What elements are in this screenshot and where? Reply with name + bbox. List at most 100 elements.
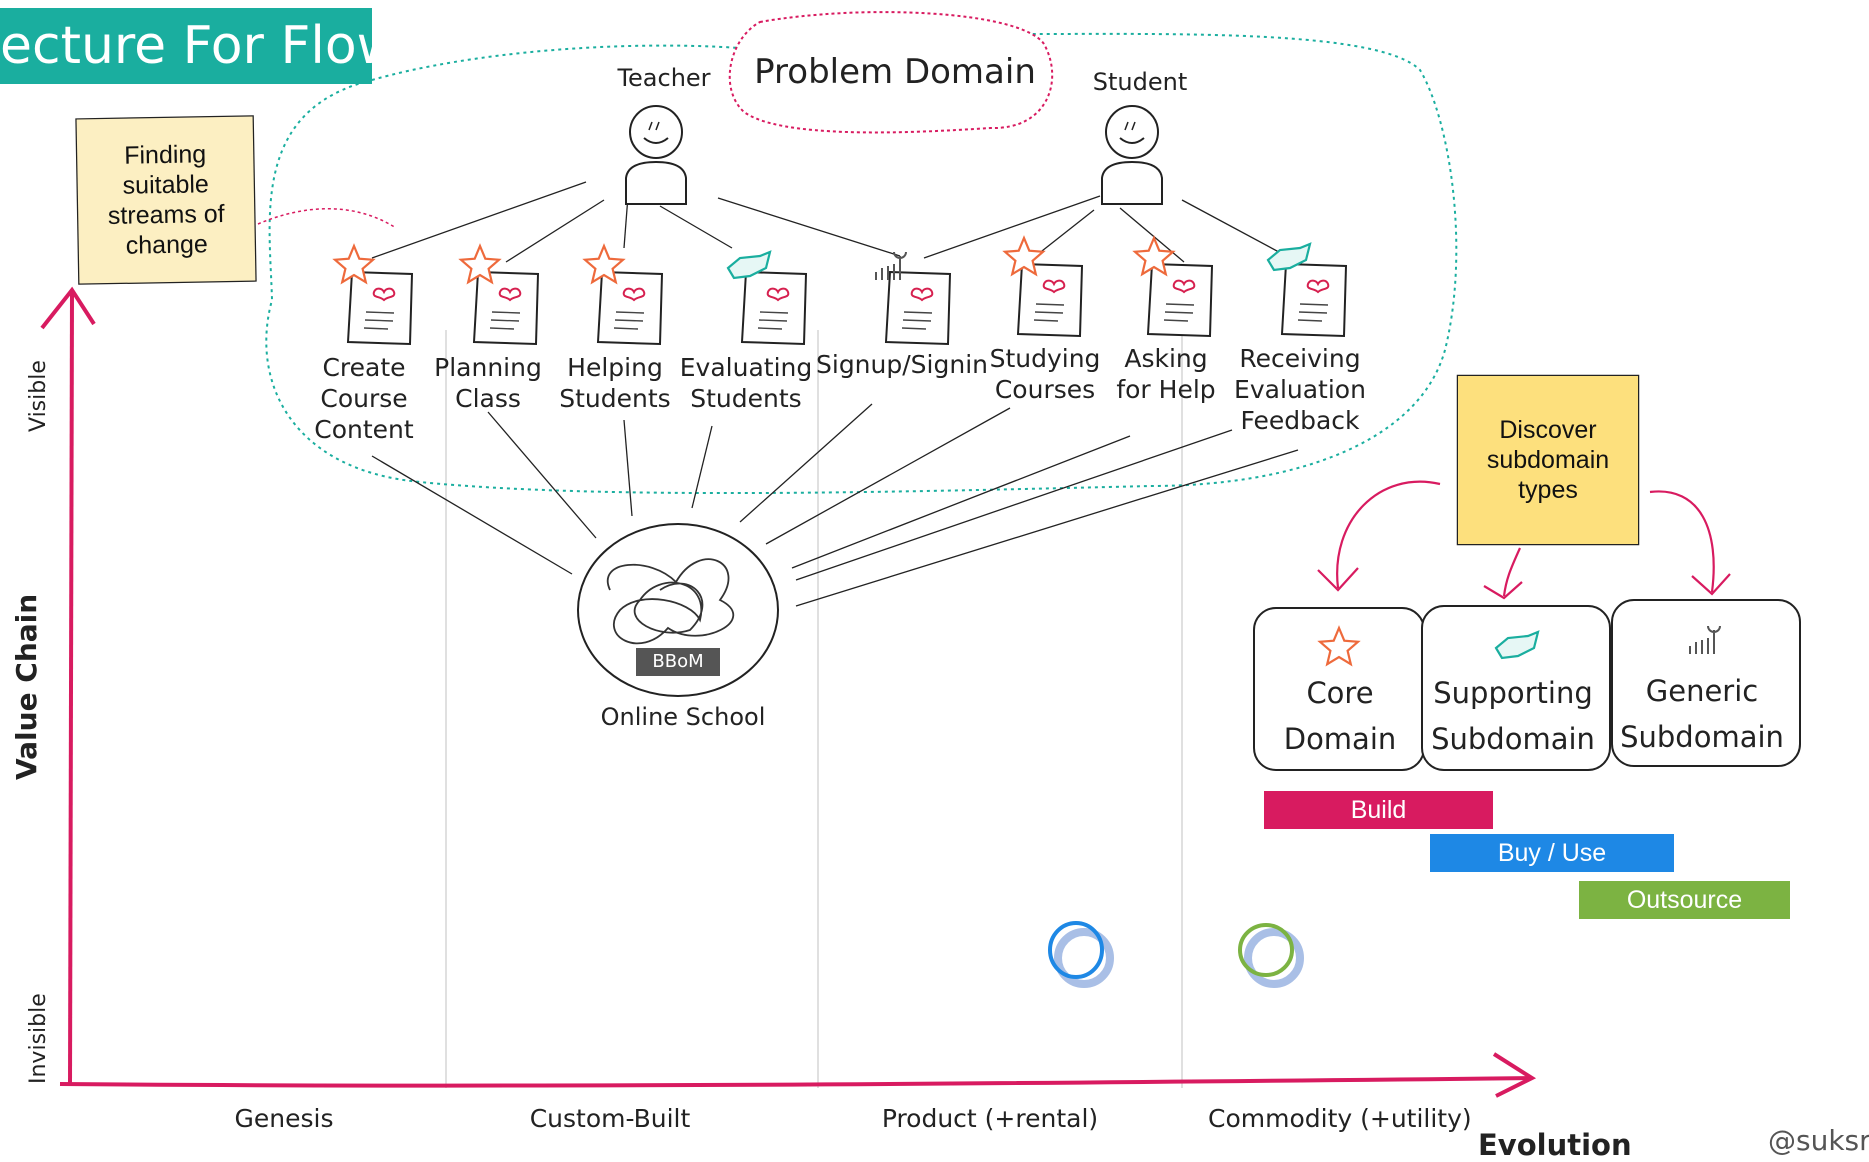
- document-lines: [757, 311, 789, 330]
- outsource-bar: Outsource: [1579, 881, 1790, 919]
- heart-icon: [910, 287, 934, 302]
- connector-line: [739, 403, 873, 523]
- document-lines: [1033, 303, 1065, 322]
- student-label: Student: [1092, 68, 1188, 96]
- person-head: [1105, 105, 1159, 159]
- document-lines: [1163, 303, 1195, 322]
- handshake-icon: [1494, 630, 1540, 660]
- bbom-system: [577, 523, 779, 697]
- heart-icon: [622, 287, 646, 302]
- star-icon: [458, 243, 502, 285]
- y-axis-arrowhead: [40, 286, 96, 330]
- heart-icon: [1306, 279, 1330, 294]
- heart-icon: [372, 287, 396, 302]
- star-icon: [1132, 235, 1176, 277]
- connector-line: [1181, 199, 1291, 259]
- connector-line: [923, 195, 1101, 259]
- document-icon: [346, 270, 414, 346]
- x-stage-commodity: Commodity (+utility): [1208, 1104, 1472, 1133]
- document-icon: [1016, 262, 1084, 338]
- person-head: [629, 105, 683, 159]
- heart-icon: [498, 287, 522, 302]
- capability-label: Create Course Content: [314, 353, 414, 444]
- capability-label: Studying Courses: [989, 344, 1101, 404]
- connector-line: [791, 435, 1131, 569]
- document-icon: [884, 270, 952, 346]
- x-axis-line: [59, 1076, 1533, 1088]
- person-body: [625, 160, 687, 205]
- connector-line: [691, 425, 713, 509]
- green-marker-shadow: [1244, 928, 1304, 988]
- heart-icon: [1042, 279, 1066, 294]
- capability-label: Evaluating Students: [679, 353, 813, 413]
- x-axis-title: Evolution: [1478, 1128, 1632, 1162]
- problem-domain-outline: [728, 11, 1054, 134]
- capability-label: Signup/Signin: [816, 350, 988, 379]
- axes: [40, 286, 1537, 1098]
- handshake-icon: [726, 250, 772, 280]
- ball-of-mud-scribble: [606, 558, 735, 645]
- x-axis-arrowhead: [1492, 1052, 1537, 1098]
- discover-subdomain-text: Discover subdomain types: [1486, 416, 1610, 504]
- blue-marker-shadow: [1054, 928, 1114, 988]
- discover-arrowhead: [1483, 581, 1523, 600]
- capability-card: [875, 251, 952, 346]
- y-axis-invisible-label: Invisible: [26, 993, 51, 1084]
- document-lines: [363, 311, 395, 330]
- author-handle: @suksr: [1768, 1124, 1869, 1157]
- online-school-label: Online School: [600, 703, 766, 731]
- discover-arrow: [1336, 480, 1441, 589]
- y-axis-line: [68, 291, 74, 1087]
- discover-arrowhead: [1317, 567, 1359, 592]
- blue-marker-circle: [1048, 921, 1104, 979]
- discover-arrowhead: [1691, 573, 1731, 596]
- evolution-stage-dividers: [445, 330, 1183, 1088]
- discover-arrows: [1317, 480, 1731, 600]
- connector-line: [371, 181, 587, 259]
- connector-line: [371, 455, 573, 575]
- connector-line: [795, 449, 1299, 607]
- x-stage-custom-built: Custom-Built: [529, 1104, 691, 1133]
- x-stage-product: Product (+rental): [881, 1104, 1099, 1133]
- connector-line: [795, 429, 1233, 581]
- student-figure: [1101, 105, 1163, 205]
- document-icon: [1146, 262, 1214, 338]
- marker-circles: [1048, 921, 1304, 988]
- finding-streams-text: Finding suitable streams of change: [107, 140, 225, 260]
- x-stage-genesis: Genesis: [234, 1104, 334, 1133]
- document-lines: [613, 311, 645, 330]
- discover-arrow: [1502, 547, 1522, 597]
- capability-card: [1002, 235, 1084, 338]
- document-icon: [472, 270, 540, 346]
- connector-line: [659, 205, 733, 249]
- online-school-circle: [577, 523, 779, 697]
- star-icon: [1002, 235, 1046, 277]
- supporting-subdomain-label: Supporting Subdomain: [1431, 676, 1595, 756]
- connector-line: [623, 419, 633, 517]
- capability-label: Planning Class: [434, 353, 542, 413]
- subdomain-box: [1611, 599, 1801, 767]
- bbom-badge: BBoM: [636, 648, 720, 676]
- y-axis-title: Value Chain: [10, 593, 43, 780]
- capability-cards: [332, 235, 1348, 346]
- heart-icon: [1172, 279, 1196, 294]
- document-lines: [1297, 303, 1329, 322]
- person-eyes: [648, 121, 660, 131]
- connector-line: [1119, 207, 1185, 263]
- finding-streams-sticky: Finding suitable streams of change: [76, 116, 256, 284]
- capability-card: [582, 243, 664, 346]
- capability-card: [726, 250, 808, 346]
- problem-domain-label: Problem Domain: [754, 52, 1036, 92]
- tools-icon: [875, 251, 907, 280]
- persons: [625, 105, 1163, 205]
- problem-space-cloud-top: [371, 44, 741, 81]
- document-icon: [596, 270, 664, 346]
- capability-card: [1266, 242, 1348, 338]
- subdomain-boxes: [1253, 599, 1801, 771]
- core-domain-label: Core Domain: [1283, 676, 1397, 756]
- star-icon: [582, 243, 626, 285]
- discover-arrow: [1649, 490, 1715, 593]
- discover-subdomain-sticky: Discover subdomain types: [1458, 376, 1638, 544]
- subdomain-box: [1421, 605, 1611, 771]
